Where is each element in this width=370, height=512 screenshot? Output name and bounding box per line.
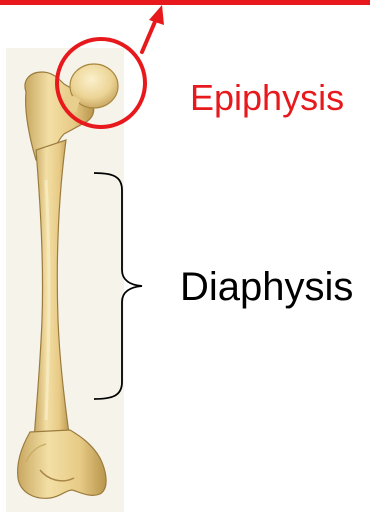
top-red-bar — [0, 0, 370, 5]
diaphysis-label: Diaphysis — [180, 265, 353, 310]
epiphysis-label: Epiphysis — [190, 77, 344, 119]
arrow-up-right-icon — [142, 5, 164, 52]
